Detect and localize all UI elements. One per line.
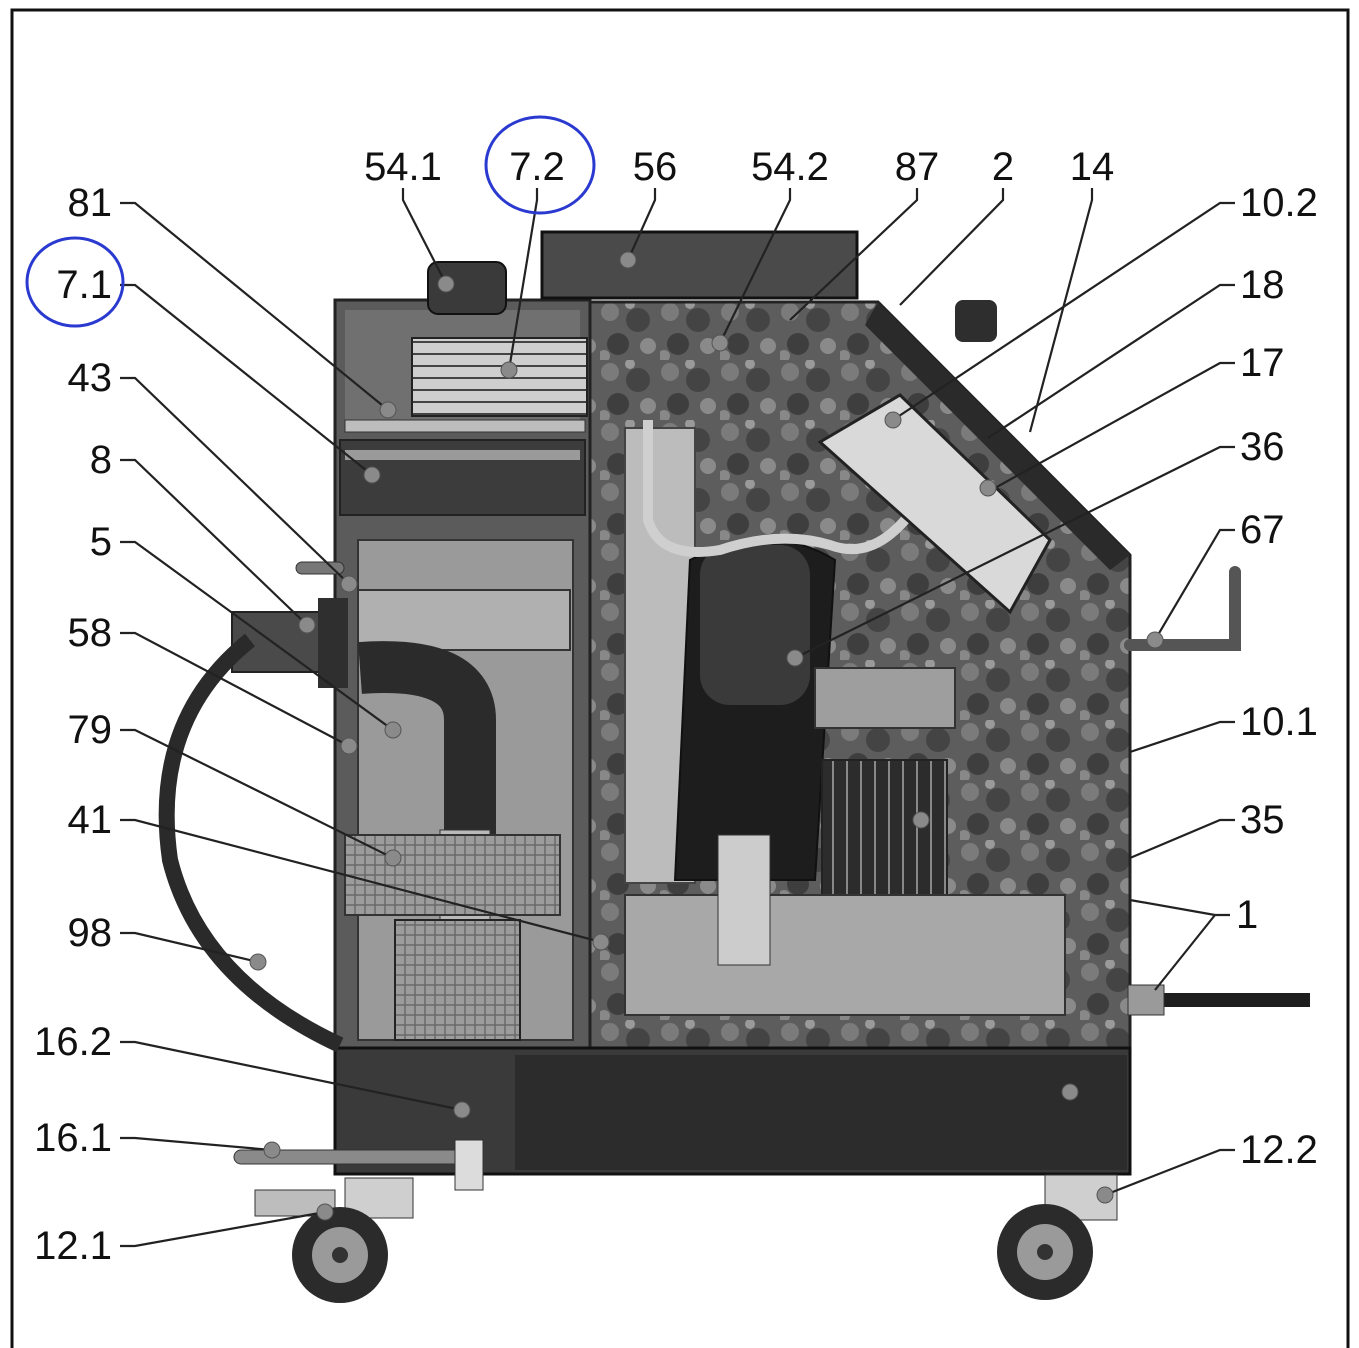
diagram-frame: [10, 8, 1350, 1348]
label-54-2: 54.2: [751, 145, 829, 189]
side-handle: [295, 561, 345, 575]
machine-body: [158, 230, 1310, 1303]
label-16-1: 16.1: [34, 1116, 112, 1160]
push-handle: [1124, 566, 1241, 651]
mesh-filter: [344, 834, 561, 916]
label-12-2: 12.2: [1240, 1128, 1318, 1172]
label-10-2: 10.2: [1240, 181, 1318, 225]
callout-dots: [249, 251, 1164, 1221]
inner-hose: [358, 641, 496, 840]
callout-labels: 81 7.1 43 8 5 58 79 41 98 16.2 16.1 12.1…: [34, 145, 1318, 1268]
blower-unit: [624, 894, 1066, 1016]
label-7-2: 7.2: [509, 145, 565, 189]
top-cap: [427, 261, 507, 315]
label-2: 2: [992, 145, 1014, 189]
label-81: 81: [68, 181, 113, 225]
label-43: 43: [68, 356, 113, 400]
label-98: 98: [68, 911, 113, 955]
label-12-1: 12.1: [34, 1224, 112, 1268]
external-hose: [158, 633, 344, 1053]
label-36: 36: [1240, 425, 1285, 469]
label-41: 41: [68, 798, 113, 842]
label-18: 18: [1240, 263, 1285, 307]
label-10-1: 10.1: [1240, 700, 1318, 744]
label-56: 56: [633, 145, 678, 189]
label-17: 17: [1240, 341, 1285, 385]
highlight-circle-7-2: [484, 115, 596, 215]
label-7-1: 7.1: [56, 263, 112, 307]
leader-lines: [120, 188, 1235, 1248]
top-display-panel: [540, 230, 859, 300]
label-79: 79: [68, 708, 113, 752]
control-panel: [817, 393, 1052, 615]
highlight-circle-7-1: [25, 236, 125, 328]
label-16-2: 16.2: [34, 1020, 112, 1064]
castor-wheel-left: [254, 1177, 414, 1303]
label-1: 1: [1236, 893, 1258, 937]
panel-knob: [955, 300, 997, 342]
label-58: 58: [68, 611, 113, 655]
cylindrical-filter: [394, 919, 521, 1041]
label-54-1: 54.1: [364, 145, 442, 189]
filter-cartridge-upper: [411, 337, 588, 417]
air-pipe: [643, 420, 909, 557]
label-67: 67: [1240, 508, 1285, 552]
label-5: 5: [90, 520, 112, 564]
motor-radiator: [814, 667, 956, 729]
label-35: 35: [1240, 798, 1285, 842]
label-8: 8: [90, 438, 112, 482]
label-14: 14: [1070, 145, 1115, 189]
label-87: 87: [895, 145, 940, 189]
